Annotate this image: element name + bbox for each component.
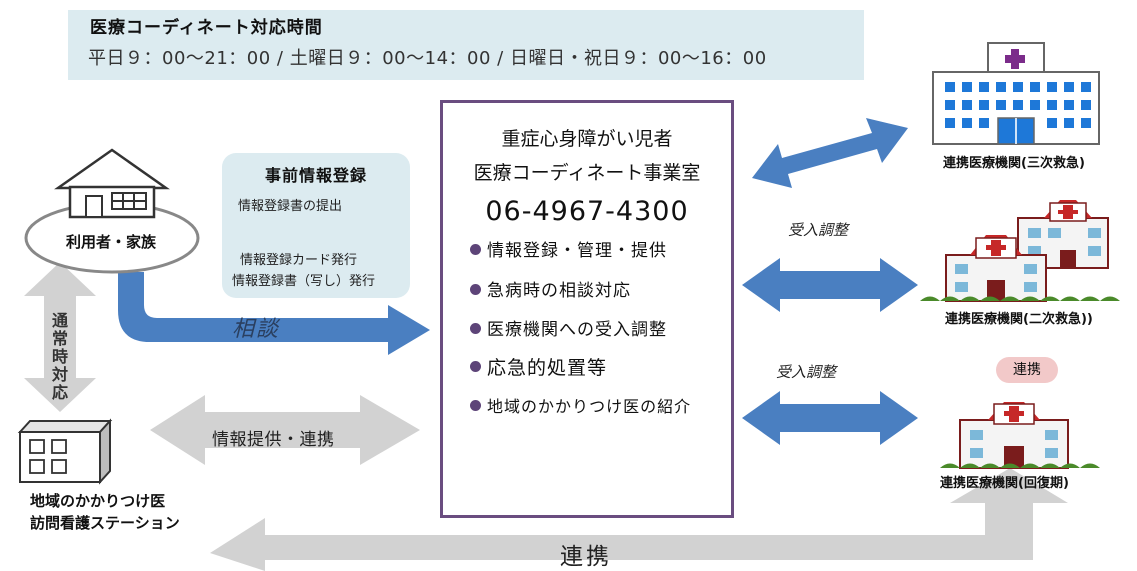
bullet-icon bbox=[470, 361, 481, 372]
hours-title: 医療コーディネート対応時間 bbox=[90, 18, 323, 38]
consult-blue-arrow bbox=[118, 272, 430, 355]
local-provider-label: 地域のかかりつけ医 訪問看護ステーション bbox=[30, 490, 180, 534]
center-item-label: 地域のかかりつけ医の紹介 bbox=[487, 397, 692, 416]
renkei-gray-arrow bbox=[210, 468, 1068, 571]
center-title-line2: 医療コーディネート事業室 bbox=[473, 162, 701, 184]
house-icon bbox=[54, 148, 170, 219]
hospital-tertiary-icon bbox=[932, 42, 1100, 145]
normal-time-label: 通常時対応 bbox=[51, 311, 68, 402]
bullet-icon bbox=[470, 400, 481, 411]
renkei-bottom-label: 連携 bbox=[560, 544, 612, 570]
hospital-recovery-icon bbox=[940, 402, 1100, 469]
visiting-nurse-label: 訪問看護ステーション bbox=[30, 514, 180, 532]
center-item: 医療機関への受入調整 bbox=[470, 315, 667, 340]
center-item: 応急的処置等 bbox=[470, 353, 607, 380]
hours-banner bbox=[68, 10, 864, 80]
renkei-badge: 連携 bbox=[996, 357, 1058, 383]
arrow-secondary bbox=[742, 258, 918, 312]
hours-schedule: 平日９：00～21：00 / 土曜日９：00～14：00 / 日曜日・祝日９：0… bbox=[88, 48, 767, 69]
center-item: 地域のかかりつけ医の紹介 bbox=[470, 393, 691, 417]
center-item-label: 医療機関への受入調整 bbox=[487, 320, 667, 340]
hospital-tertiary-label: 連携医療機関(三次救急) bbox=[943, 156, 1085, 171]
bullet-icon bbox=[470, 243, 481, 255]
center-phone: 06-4967-4300 bbox=[485, 196, 689, 227]
center-item-label: 急病時の相談対応 bbox=[487, 281, 631, 301]
registration-title: 事前情報登録 bbox=[264, 166, 367, 185]
consult-label: 相談 bbox=[232, 317, 281, 342]
hospital-recovery-label: 連携医療機関(回復期) bbox=[940, 476, 1069, 491]
registration-card-label: 情報登録カード発行 bbox=[240, 253, 358, 268]
coordinate-office-box bbox=[440, 100, 734, 518]
adjust-label-1: 受入調整 bbox=[788, 221, 849, 239]
info-link-gray-arrow bbox=[150, 395, 420, 465]
center-item: 情報登録・管理・提供 bbox=[470, 236, 667, 261]
bullet-icon bbox=[470, 283, 481, 295]
center-item: 急病時の相談対応 bbox=[470, 276, 631, 301]
normal-time-gray-arrow bbox=[24, 262, 96, 412]
bullet-icon bbox=[470, 322, 481, 334]
hospital-secondary-label: 連携医療機関(二次救急)) bbox=[945, 312, 1093, 327]
registration-box bbox=[222, 153, 410, 298]
clinic-building-icon bbox=[17, 418, 113, 485]
center-title-line1: 重症心身障がい児者 bbox=[501, 128, 673, 150]
user-family-label: 利用者・家族 bbox=[65, 233, 156, 251]
info-link-label: 情報提供・連携 bbox=[212, 430, 335, 450]
arrow-recovery bbox=[742, 391, 918, 445]
arrow-tertiary bbox=[752, 118, 908, 188]
registration-submit-label: 情報登録書の提出 bbox=[238, 199, 343, 214]
registration-copy-label: 情報登録書（写し）発行 bbox=[232, 274, 376, 289]
center-item-label: 情報登録・管理・提供 bbox=[487, 241, 667, 261]
local-doctor-label: 地域のかかりつけ医 bbox=[30, 492, 166, 510]
adjust-label-2: 受入調整 bbox=[776, 363, 837, 381]
center-item-label: 応急的処置等 bbox=[487, 357, 608, 379]
hospital-secondary-icon bbox=[920, 200, 1120, 302]
